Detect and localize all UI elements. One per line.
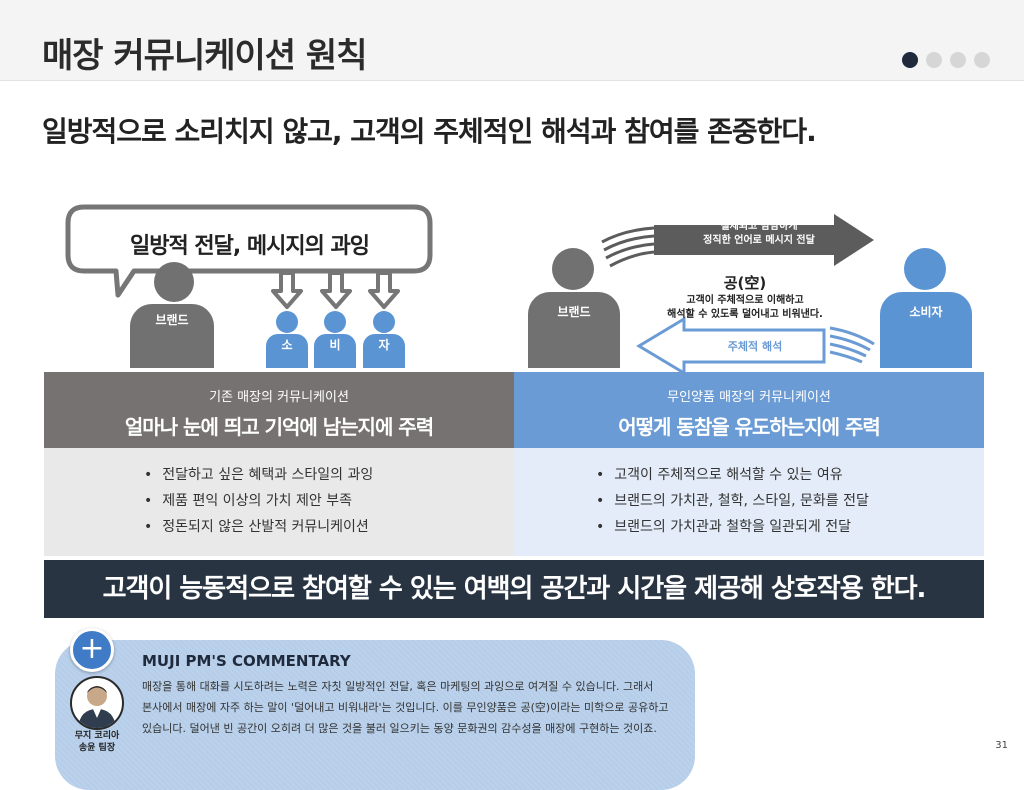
page-dot-3[interactable]: [950, 52, 966, 68]
commentary-box: [55, 640, 695, 790]
center-text-line-2: 해석할 수 있도록 덜어내고 비워낸다.: [667, 309, 823, 320]
pagination-dots: [902, 52, 990, 68]
list-item: 브랜드의 가치관과 철학을 일관되게 전달: [596, 514, 984, 540]
arrow-right: [654, 214, 874, 266]
page-number: 31: [995, 740, 1008, 751]
header-bar: [0, 0, 1024, 81]
existing-store-subtitle: 기존 매장의 커뮤니케이션: [209, 390, 349, 405]
consumer-head-3: [373, 311, 395, 333]
list-item: 정돈되지 않은 산발적 커뮤니케이션: [144, 514, 514, 540]
consumer-body-3: 자: [363, 334, 405, 368]
commentary-title: MUJI PM'S COMMENTARY: [142, 652, 351, 670]
page-dot-1[interactable]: [902, 52, 918, 68]
consumer-label-1: 소: [281, 338, 293, 352]
list-item: 브랜드의 가치관, 철학, 스타일, 문화를 전달: [596, 488, 984, 514]
consumer-person-head-right: [904, 248, 946, 290]
muji-store-list: 고객이 주체적으로 해석할 수 있는 여유 브랜드의 가치관, 철학, 스타일,…: [514, 448, 984, 556]
top-arrow-text: 절제되고 담담하게 정직한 언어로 메시지 전달: [654, 220, 864, 248]
muji-store-header: 무인양품 매장의 커뮤니케이션 어떻게 동참을 유도하는지에 주력: [514, 372, 984, 448]
consumer-head-1: [276, 311, 298, 333]
commentator-org: 무지 코리아: [74, 731, 120, 741]
commentator-title: 송윤 팀장: [78, 743, 116, 753]
consumer-person-body-right: 소비자: [880, 292, 972, 368]
brand-person-body: 브랜드: [130, 304, 214, 368]
brand-label-right: 브랜드: [557, 305, 591, 319]
commentator-name: 무지 코리아 송윤 팀장: [62, 730, 132, 754]
existing-store-list: 전달하고 싶은 혜택과 스타일의 과잉 제품 편익 이상의 가치 제안 부족 정…: [44, 448, 514, 556]
conclusion-banner: 고객이 능동적으로 참여할 수 있는 여백의 공간과 시간을 제공해 상호작용 …: [44, 560, 984, 618]
muji-store-subtitle: 무인양품 매장의 커뮤니케이션: [667, 390, 831, 405]
exchange-arrows-diagram: [601, 214, 875, 372]
page-dot-2[interactable]: [926, 52, 942, 68]
consumer-body-2: 비: [314, 334, 356, 368]
brand-label-left: 브랜드: [155, 313, 189, 327]
existing-store-header: 기존 매장의 커뮤니케이션 얼마나 눈에 띄고 기억에 남는지에 주력: [44, 372, 514, 448]
avatar-portrait-icon: [78, 686, 116, 728]
speech-bubble-text: 일방적 전달, 메시지의 과잉: [130, 234, 370, 259]
commentary-line-3: 있습니다. 덜어낸 빈 공간이 오히려 더 많은 것을 불러 일으키는 동양 문…: [142, 722, 657, 735]
motion-lines-right: [829, 326, 875, 364]
page-dot-4[interactable]: [974, 52, 990, 68]
motion-lines-left: [601, 226, 655, 268]
down-arrows: [271, 271, 400, 309]
brand-person-head-right: [552, 248, 594, 290]
plus-icon[interactable]: +: [70, 628, 114, 672]
avatar: [70, 676, 124, 730]
list-item: 제품 편익 이상의 가치 제안 부족: [144, 488, 514, 514]
arrow-left: [636, 316, 826, 372]
existing-store-title: 얼마나 눈에 띄고 기억에 남는지에 주력: [124, 415, 434, 439]
muji-store-title: 어떻게 동참을 유도하는지에 주력: [618, 415, 881, 439]
consumer-label-right: 소비자: [909, 305, 943, 319]
commentary-text: 매장을 통해 대화를 시도하려는 노력은 자칫 일방적인 전달, 혹은 마케팅의…: [142, 676, 682, 739]
speech-bubble-shape: [65, 204, 433, 298]
brand-person-head: [154, 262, 194, 302]
speech-bubble-diagram: [65, 204, 433, 309]
commentary-line-1: 매장을 통해 대화를 시도하려는 노력은 자칫 일방적인 전달, 혹은 마케팅의…: [142, 680, 654, 693]
center-text: 고객이 주체적으로 이해하고 해석할 수 있도록 덜어내고 비워낸다.: [640, 294, 850, 322]
consumer-label-2: 비: [329, 338, 341, 352]
consumer-body-1: 소: [266, 334, 308, 368]
center-title: 공(空): [723, 274, 767, 292]
list-item: 전달하고 싶은 혜택과 스타일의 과잉: [144, 462, 514, 488]
consumer-label-3: 자: [378, 338, 390, 352]
center-text-line-1: 고객이 주체적으로 이해하고: [686, 295, 804, 306]
top-arrow-line-2: 정직한 언어로 메시지 전달: [703, 235, 815, 246]
page-title: 매장 커뮤니케이션 원칙: [42, 36, 367, 76]
consumer-head-2: [324, 311, 346, 333]
subtitle: 일방적으로 소리치지 않고, 고객의 주체적인 해석과 참여를 존중한다.: [42, 115, 817, 148]
bottom-arrow-text: 주체적 해석: [727, 340, 783, 353]
brand-person-body-right: 브랜드: [528, 292, 620, 368]
top-arrow-line-1: 절제되고 담담하게: [720, 221, 798, 232]
commentary-line-2: 본사에서 매장에 자주 하는 말이 '덜어내고 비워내라'는 것입니다. 이를 …: [142, 701, 669, 714]
list-item: 고객이 주체적으로 해석할 수 있는 여유: [596, 462, 984, 488]
